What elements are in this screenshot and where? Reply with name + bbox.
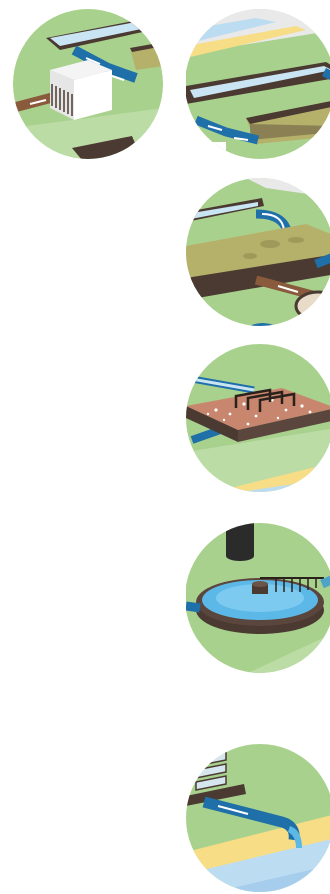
vignette-screening bbox=[12, 8, 164, 160]
outfall-pipe-icon bbox=[186, 744, 330, 894]
vignette-clarifier bbox=[186, 522, 330, 674]
aeration-basin-icon bbox=[186, 178, 330, 328]
screen-building-icon bbox=[12, 8, 164, 160]
channel-icon bbox=[186, 8, 330, 160]
vignette-filtration bbox=[186, 344, 330, 494]
round-clarifier-icon bbox=[186, 522, 330, 674]
gravel-filter-icon bbox=[186, 344, 330, 494]
vignette-aeration bbox=[186, 178, 330, 328]
vignette-discharge bbox=[186, 744, 330, 894]
vignette-primary-settling bbox=[186, 8, 330, 160]
